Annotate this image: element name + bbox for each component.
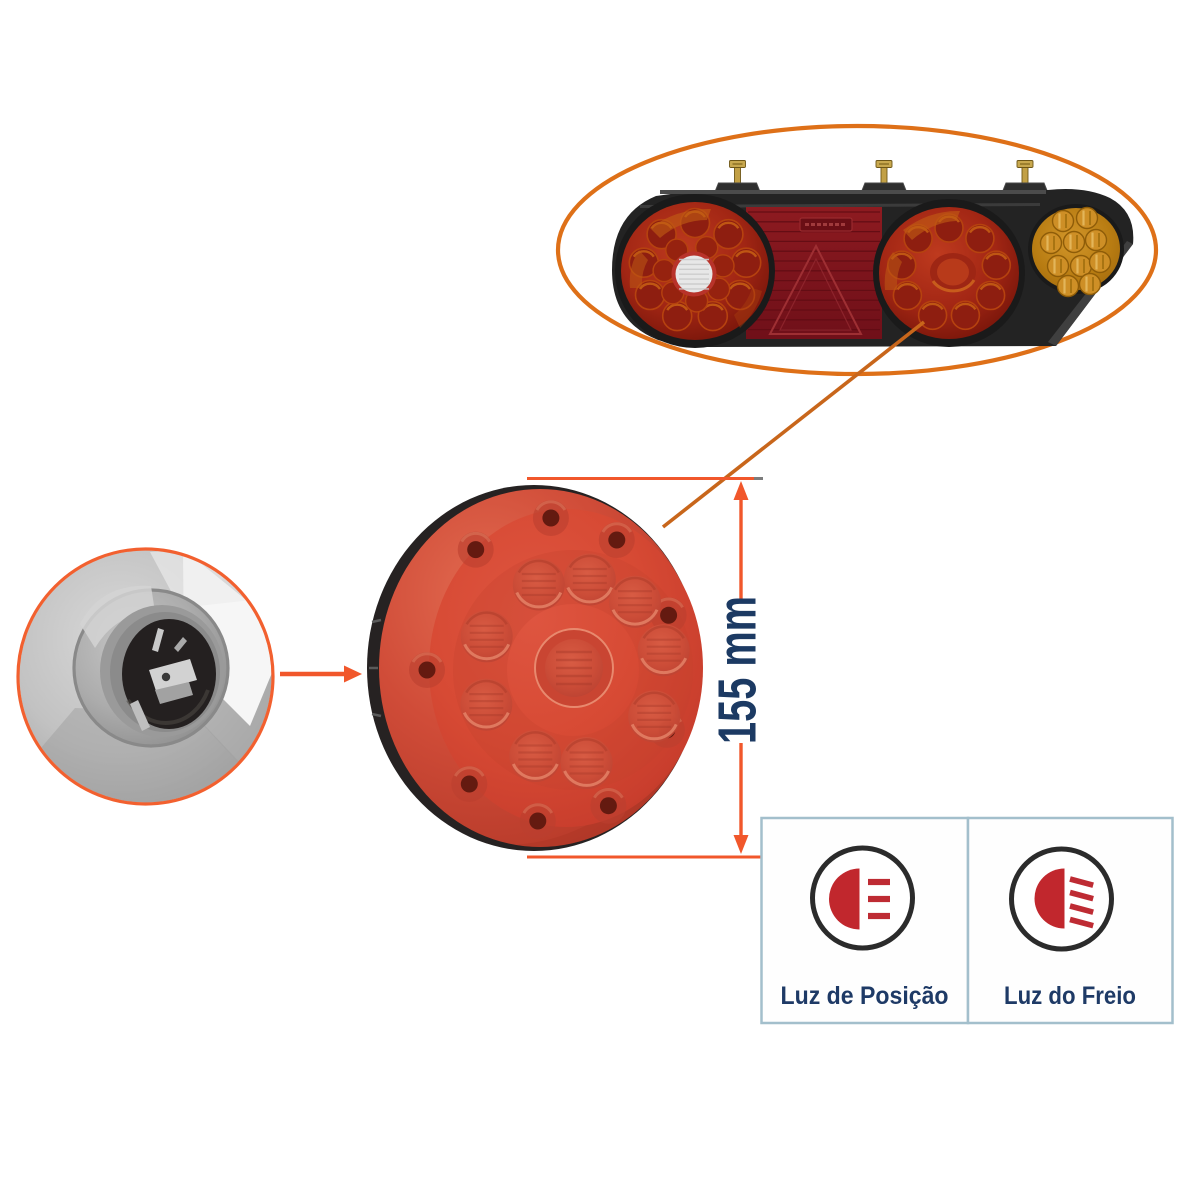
- svg-text:155 mm: 155 mm: [707, 596, 767, 744]
- svg-text:Luz de Posição: Luz de Posição: [781, 982, 949, 1010]
- svg-text:Luz do Freio: Luz do Freio: [1004, 982, 1136, 1010]
